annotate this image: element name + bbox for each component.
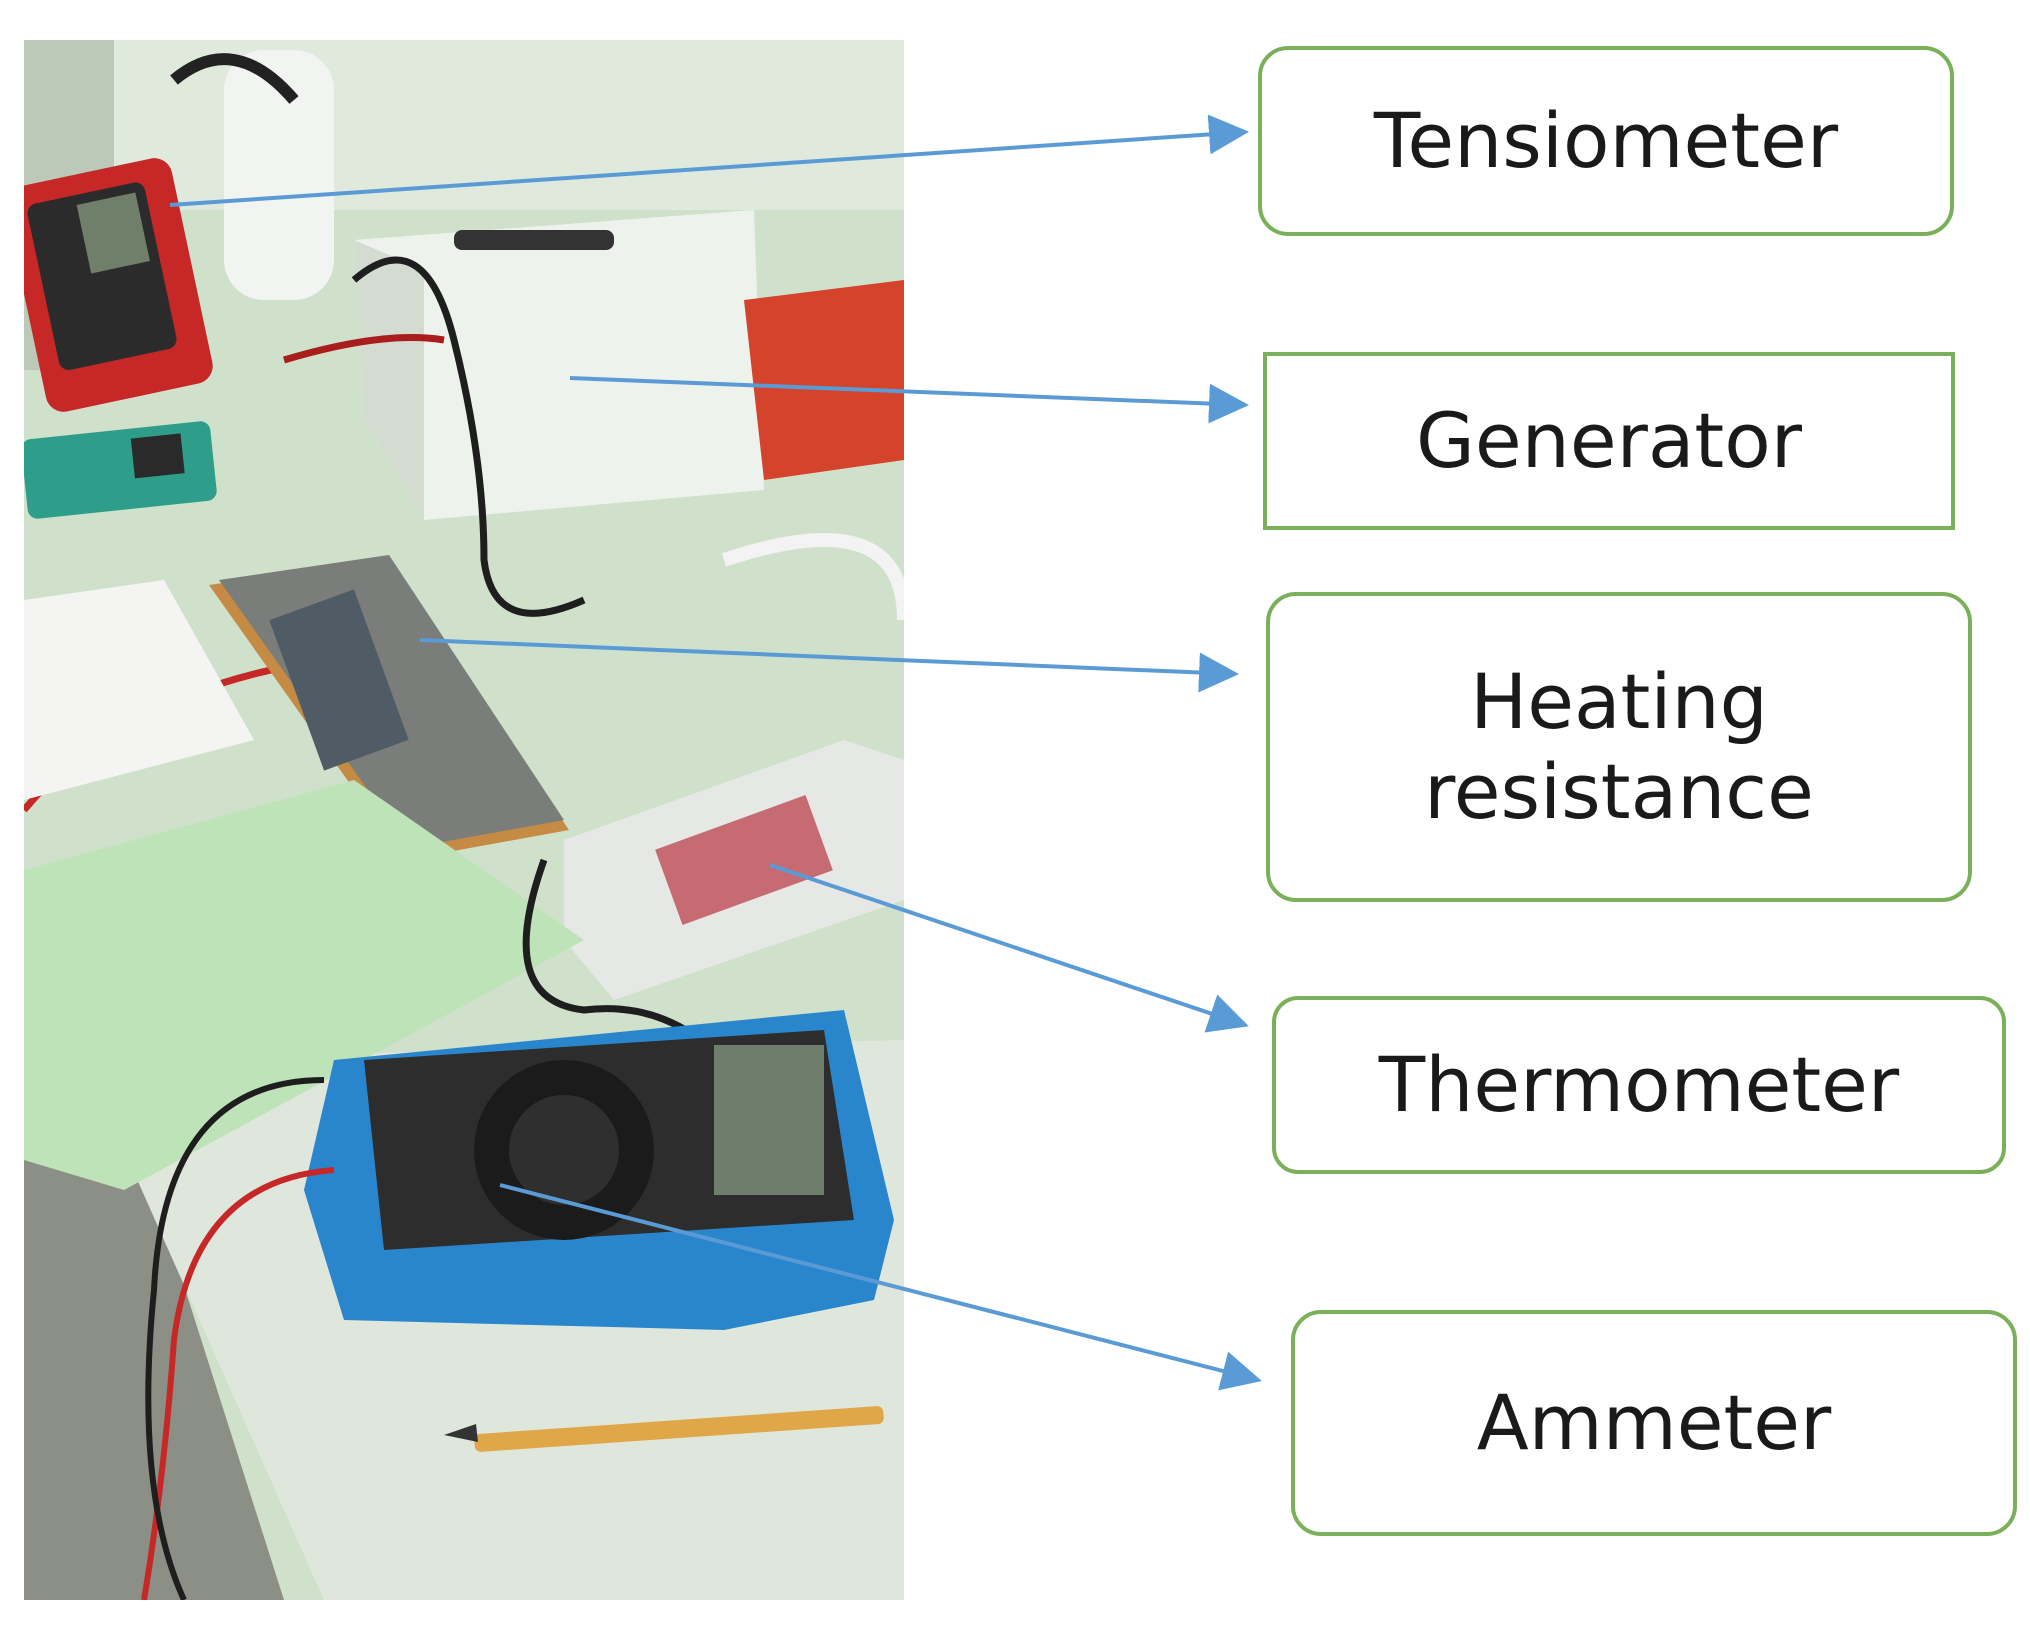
heating-resistance-label-box: Heating resistance — [1266, 592, 1972, 902]
tensiometer-label: Tensiometer — [1373, 96, 1839, 186]
generator-label-box: Generator — [1263, 352, 1955, 530]
ammeter-label-box: Ammeter — [1291, 1310, 2017, 1536]
lab-equipment-photo — [24, 40, 904, 1600]
thermometer-label-box: Thermometer — [1272, 996, 2006, 1174]
tensiometer-label-box: Tensiometer — [1258, 46, 1954, 236]
ammeter-label: Ammeter — [1476, 1378, 1832, 1468]
thermometer-label: Thermometer — [1378, 1040, 1900, 1130]
heating-resistance-label: Heating resistance — [1424, 657, 1814, 836]
generator-label: Generator — [1416, 396, 1802, 486]
